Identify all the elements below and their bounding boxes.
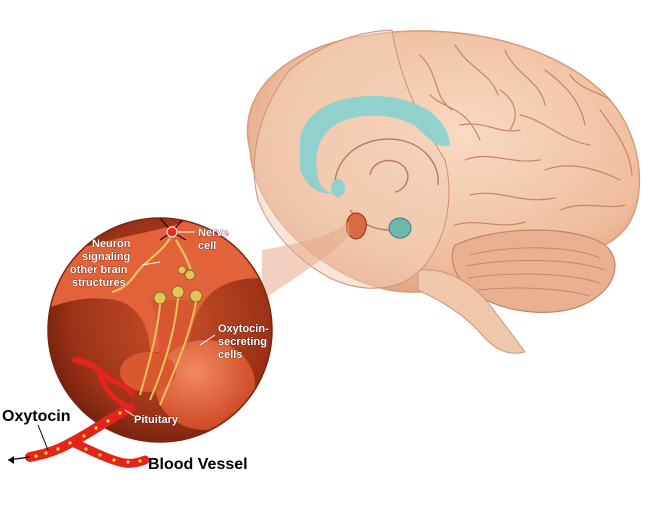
oxytocin-label: Oxytocin (2, 408, 70, 425)
magnified-inset (47, 217, 273, 443)
neuron-line-1: Neuron (92, 238, 131, 250)
svg-text:other brain: other brain (70, 264, 128, 276)
label-nerve-cell: Nerve cell (178, 227, 229, 252)
label-neuron-signaling: Neuron signaling other brain structures (70, 238, 161, 289)
oxy-cells-line-3: cells (218, 349, 242, 361)
nerve-cell-line-1: Nerve (198, 227, 229, 239)
ventricle (300, 95, 450, 194)
vessel-dots (34, 411, 142, 464)
svg-text:signaling: signaling (82, 251, 130, 263)
svg-text:Nerve: Nerve (198, 227, 229, 239)
nerve-cell-line-2: cell (198, 240, 216, 252)
pituitary-label: Pituitary (134, 414, 179, 426)
nerve-cell (153, 218, 191, 241)
cerebellum-folds (465, 247, 606, 297)
zoom-connector (262, 222, 350, 300)
neuron-axons (139, 297, 197, 406)
oxy-cells-line-2: secreting (218, 336, 267, 348)
label-oxytocin: Oxytocin (2, 408, 70, 451)
brain-small-body (331, 179, 345, 197)
brain-pons-nucleus (388, 217, 412, 239)
nerve-cell-body (166, 226, 178, 238)
neuron-line-3: other brain (70, 264, 128, 276)
blood-vessel (7, 403, 150, 468)
svg-text:cells: cells (218, 349, 242, 361)
brain-folds (419, 44, 633, 226)
svg-text:cell: cell (198, 240, 216, 252)
neuron-line-2: signaling (82, 251, 130, 263)
label-oxytocin-cells: Oxytocin- secreting cells (199, 323, 269, 361)
brainstem (417, 269, 526, 354)
hypothalamus-tissue (48, 218, 272, 352)
inset-vessels (72, 357, 135, 408)
svg-text:secreting: secreting (218, 336, 267, 348)
svg-text:structures: structures (72, 277, 126, 289)
oxy-cells-line-1: Oxytocin- (218, 323, 269, 335)
blood-vessel-label: Blood Vessel (148, 456, 248, 473)
brain-illustration (246, 29, 641, 354)
label-blood-vessel: Blood Vessel (148, 456, 248, 473)
pituitary-gland (155, 340, 255, 430)
label-pituitary: Pituitary (124, 409, 179, 426)
svg-text:Neuron: Neuron (92, 238, 131, 250)
neuron-line-4: structures (72, 277, 126, 289)
svg-text:Oxytocin-: Oxytocin- (218, 323, 269, 335)
